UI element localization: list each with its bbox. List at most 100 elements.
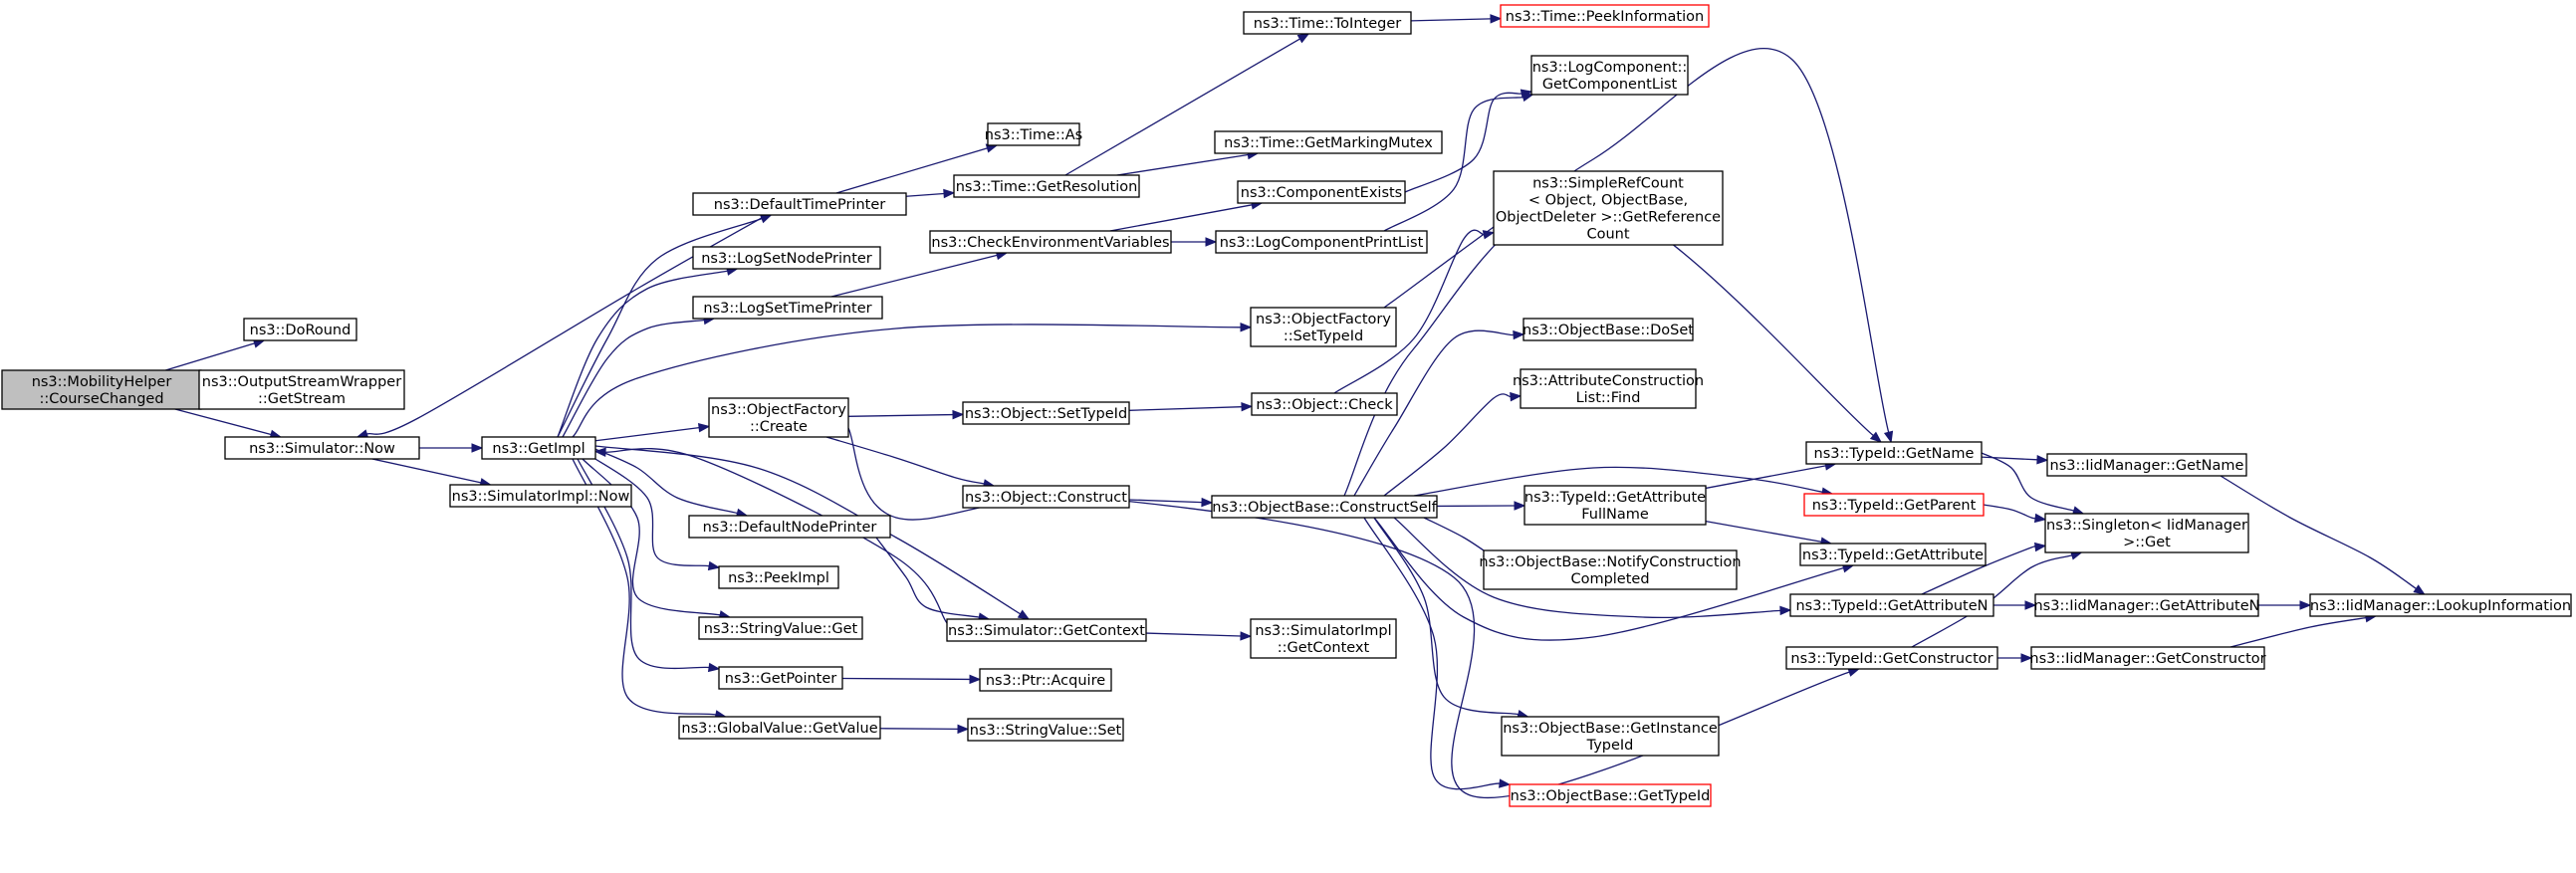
node-typeid-getattribute[interactable]: ns3::TypeId::GetAttribute — [1799, 543, 1987, 566]
edge-line — [1705, 521, 1822, 543]
node-typeid-getattributen[interactable]: ns3::TypeId::GetAttributeN — [1789, 593, 1994, 617]
node-objectbase-constructself[interactable]: ns3::ObjectBase::ConstructSelf — [1211, 495, 1438, 519]
node-getimpl[interactable]: ns3::GetImpl — [481, 436, 596, 460]
node-object-check[interactable]: ns3::Object::Check — [1251, 392, 1398, 416]
edge-line — [1410, 18, 1492, 22]
edge-line — [371, 458, 482, 484]
arrowhead-icon — [707, 560, 721, 571]
node-object-settypeid[interactable]: ns3::Object::SetTypeId — [962, 401, 1130, 425]
node-box — [1237, 180, 1406, 204]
node-label: ns3::Simulator::GetContext — [948, 623, 1145, 639]
call-edges — [165, 14, 2426, 799]
arrowhead-icon — [1499, 778, 1512, 788]
node-label: ns3::SimulatorImpl — [1255, 623, 1391, 639]
edge-line — [1383, 393, 1512, 497]
call-edge-getpointer-to-ptr-acquire — [841, 674, 982, 685]
node-doround[interactable]: ns3::DoRound — [243, 318, 357, 341]
node-stringvalue-get[interactable]: ns3::StringValue::Get — [698, 616, 863, 640]
call-edge-object-construct-to-objectbase-constructself — [1128, 497, 1214, 508]
node-objfactory-create[interactable]: ns3::ObjectFactory::Create — [708, 397, 849, 438]
node-objectbase-notifyconstruction[interactable]: ns3::ObjectBase::NotifyConstructionCompl… — [1479, 549, 1742, 590]
node-label: ns3::ObjectFactory — [1256, 312, 1391, 327]
call-edge-check-env-vars-to-logcomp-printlist — [1171, 237, 1218, 247]
node-default-node-printer[interactable]: ns3::DefaultNodePrinter — [688, 515, 891, 539]
node-getpointer[interactable]: ns3::GetPointer — [718, 666, 843, 690]
node-box — [692, 192, 907, 216]
node-label: ns3::LogComponentPrintList — [1220, 235, 1424, 251]
node-label: FullName — [1581, 507, 1649, 523]
node-typeid-getname[interactable]: ns3::TypeId::GetName — [1805, 441, 1983, 465]
arrowhead-icon — [593, 447, 606, 457]
edge-line — [905, 192, 945, 197]
node-logcomp-printlist[interactable]: ns3::LogComponentPrintList — [1215, 230, 1428, 254]
arrowhead-icon — [1513, 329, 1525, 340]
node-log-set-time-printer[interactable]: ns3::LogSetTimePrinter — [692, 296, 883, 320]
node-default-time-printer[interactable]: ns3::DefaultTimePrinter — [692, 192, 907, 216]
node-time-getresolution[interactable]: ns3::Time::GetResolution — [953, 174, 1140, 198]
node-iidmanager-lookupinfo[interactable]: ns3::IidManager::LookupInformation — [2309, 593, 2572, 617]
edge-line — [830, 254, 998, 298]
edge-line — [841, 677, 971, 681]
node-typeid-getconstructor[interactable]: ns3::TypeId::GetConstructor — [1785, 646, 1998, 670]
call-edge-sim-getcontext-to-simimpl-getcontext — [1145, 631, 1253, 641]
node-box — [962, 485, 1130, 509]
node-iidmanager-getattributen[interactable]: ns3::IidManager::GetAttributeN — [2033, 593, 2260, 617]
node-label: ns3::Time::ToInteger — [1254, 16, 1401, 32]
call-edge-sim-now-to-simimpl-now — [371, 458, 493, 488]
node-time-peekinfo[interactable]: ns3::Time::PeekInformation — [1500, 4, 1710, 28]
node-box — [1251, 392, 1398, 416]
node-time-tointeger[interactable]: ns3::Time::ToInteger — [1243, 11, 1412, 35]
node-component-exists[interactable]: ns3::ComponentExists — [1237, 180, 1406, 204]
node-box — [1803, 493, 1985, 517]
node-simplerefcount[interactable]: ns3::SimpleRefCount< Object, ObjectBase,… — [1493, 170, 1724, 246]
arrowhead-icon — [1201, 497, 1214, 508]
node-simimpl-getcontext[interactable]: ns3::SimulatorImpl::GetContext — [1250, 618, 1397, 659]
node-object-construct[interactable]: ns3::Object::Construct — [962, 485, 1130, 509]
call-edge-getimpl-to-objfactory-settypeid — [572, 323, 1253, 438]
node-objfactory-settypeid[interactable]: ns3::ObjectFactory::SetTypeId — [1250, 307, 1397, 347]
call-edge-default-time-printer-to-time-getresolution — [905, 188, 956, 199]
node-label: ns3::ObjectFactory — [711, 402, 846, 418]
node-sim-getcontext[interactable]: ns3::Simulator::GetContext — [946, 618, 1147, 642]
node-label: TypeId — [1586, 738, 1634, 754]
node-sim-now[interactable]: ns3::Simulator::Now — [224, 436, 420, 460]
node-osw-getstream[interactable]: ns3::OutputStreamWrapper::GetStream — [198, 369, 405, 410]
node-peekimpl[interactable]: ns3::PeekImpl — [718, 565, 839, 589]
call-edge-typeid-getname-to-iidmanager-getname — [1981, 455, 2049, 465]
node-iidmanager-getconstructor[interactable]: ns3::IidManager::GetConstructor — [2029, 646, 2266, 670]
node-time-as[interactable]: ns3::Time::As — [985, 122, 1082, 146]
node-box — [946, 618, 1147, 642]
arrowhead-icon — [1883, 430, 1894, 444]
node-label: List::Find — [1576, 390, 1641, 406]
call-edge-objectbase-constructself-to-objectbase-gettypeid — [1363, 517, 1512, 790]
node-label: ns3::GetImpl — [492, 441, 585, 457]
node-simimpl-now[interactable]: ns3::SimulatorImpl::Now — [449, 484, 632, 508]
node-check-env-vars[interactable]: ns3::CheckEnvironmentVariables — [929, 230, 1172, 254]
edge-line — [586, 453, 710, 567]
edge-line — [875, 537, 980, 618]
node-typeid-getparent[interactable]: ns3::TypeId::GetParent — [1803, 493, 1985, 517]
node-label: ns3::ObjectBase::GetInstance — [1503, 721, 1718, 737]
node-label: >::Get — [2123, 535, 2171, 550]
node-singleton-get[interactable]: ns3::Singleton< IidManager>::Get — [2044, 513, 2249, 553]
node-time-getmarkingmutex[interactable]: ns3::Time::GetMarkingMutex — [1214, 130, 1443, 154]
node-label: ns3::Time::GetMarkingMutex — [1224, 135, 1433, 151]
node-mobility-course[interactable]: ns3::MobilityHelper::CourseChanged — [1, 369, 202, 410]
edge-line — [1128, 499, 1203, 504]
node-log-set-node-printer[interactable]: ns3::LogSetNodePrinter — [692, 246, 881, 270]
node-label: ns3::ObjectBase::GetTypeId — [1511, 788, 1711, 804]
node-objectbase-doset[interactable]: ns3::ObjectBase::DoSet — [1522, 318, 1694, 341]
node-ptr-acquire[interactable]: ns3::Ptr::Acquire — [979, 668, 1112, 692]
node-stringvalue-set[interactable]: ns3::StringValue::Set — [967, 718, 1124, 742]
edge-line — [572, 324, 1242, 438]
node-globalvalue-getvalue[interactable]: ns3::GlobalValue::GetValue — [678, 716, 881, 740]
node-iidmanager-getname[interactable]: ns3::IidManager::GetName — [2046, 453, 2247, 477]
node-logcomp-getcomplist[interactable]: ns3::LogComponent::GetComponentList — [1530, 55, 1689, 96]
node-objectbase-gettypeid[interactable]: ns3::ObjectBase::GetTypeId — [1509, 783, 1712, 807]
node-label: ns3::DefaultTimePrinter — [714, 197, 885, 213]
arrowhead-icon — [2024, 600, 2037, 610]
